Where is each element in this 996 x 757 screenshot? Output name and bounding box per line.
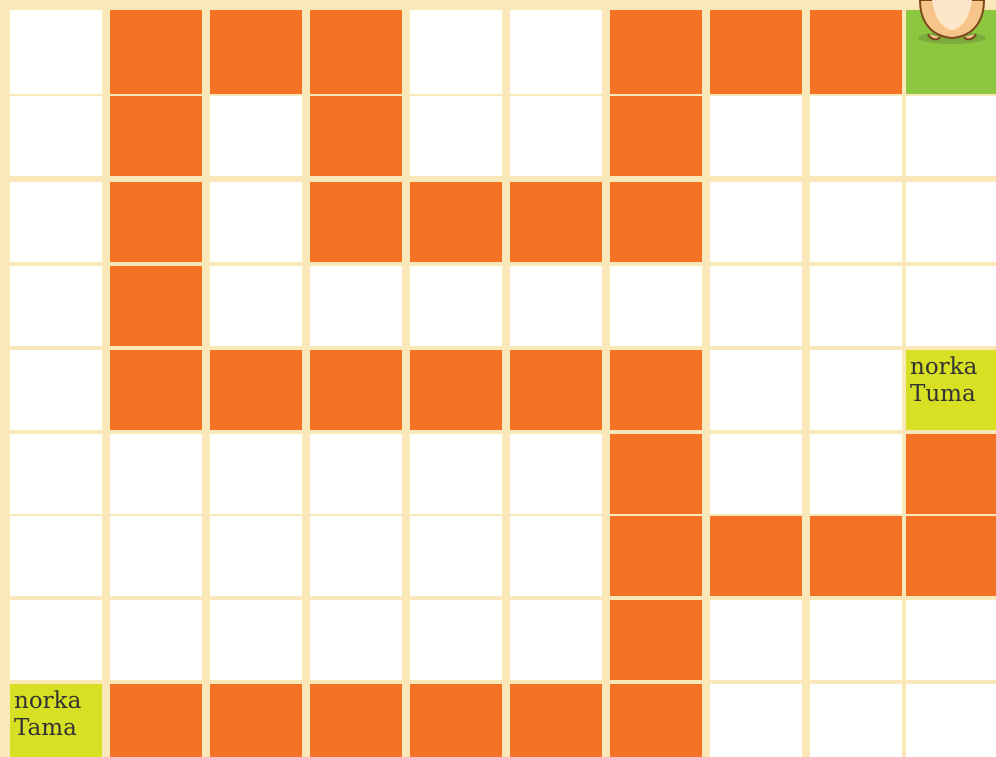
path-cell: [310, 684, 402, 757]
grid-cell: [10, 516, 102, 596]
path-cell: [310, 10, 402, 94]
path-cell: [810, 10, 902, 94]
grid-cell: [510, 96, 602, 176]
grid-cell: [810, 434, 902, 514]
grid-cell: [710, 96, 802, 176]
grid-cell: [510, 434, 602, 514]
grid-cell: [510, 600, 602, 680]
path-cell: [610, 350, 702, 430]
path-cell: [410, 684, 502, 757]
grid-cell: [210, 266, 302, 346]
grid-cell: [810, 266, 902, 346]
path-cell: [410, 350, 502, 430]
grid-cell: [310, 434, 402, 514]
path-cell: [610, 182, 702, 262]
grid-cell: [10, 10, 102, 94]
path-cell: [906, 516, 996, 596]
grid-cell: [410, 434, 502, 514]
path-cell: [110, 10, 202, 94]
grid-cell: [710, 684, 802, 757]
path-cell: [810, 516, 902, 596]
path-cell: [610, 96, 702, 176]
grid-cell: [906, 600, 996, 680]
grid-cell: [810, 350, 902, 430]
path-cell: [710, 10, 802, 94]
path-cell: [110, 350, 202, 430]
grid-cell: [310, 266, 402, 346]
grid-cell: [710, 350, 802, 430]
path-cell: [110, 684, 202, 757]
path-cell: [410, 182, 502, 262]
path-cell: [310, 350, 402, 430]
path-cell: [210, 350, 302, 430]
grid-cell: [210, 96, 302, 176]
path-cell: [110, 182, 202, 262]
grid-cell: [710, 434, 802, 514]
path-cell: [610, 434, 702, 514]
path-cell: [710, 516, 802, 596]
grid-cell: [410, 600, 502, 680]
grid-cell: [310, 600, 402, 680]
grid-cell: [710, 266, 802, 346]
path-cell: [210, 10, 302, 94]
path-cell: [610, 684, 702, 757]
path-cell: [610, 516, 702, 596]
grid-cell: [510, 10, 602, 94]
grid-cell: [510, 516, 602, 596]
hamster-icon: [906, 0, 996, 46]
grid-cell: [810, 684, 902, 757]
grid-cell: [10, 600, 102, 680]
grid-cell: [110, 516, 202, 596]
path-cell: [110, 96, 202, 176]
grid-cell: [310, 516, 402, 596]
path-cell: [906, 434, 996, 514]
grid-cell: [710, 600, 802, 680]
burrow-label-line1: norka: [910, 354, 996, 381]
grid-cell: [110, 600, 202, 680]
grid-cell: [210, 516, 302, 596]
path-cell: [110, 266, 202, 346]
grid-cell: [710, 182, 802, 262]
path-cell: [610, 10, 702, 94]
grid-cell: [10, 266, 102, 346]
grid-cell: [110, 434, 202, 514]
path-cell: [210, 684, 302, 757]
grid-cell: [210, 434, 302, 514]
grid-cell: [10, 350, 102, 430]
grid-cell: [906, 684, 996, 757]
grid-cell: [810, 96, 902, 176]
burrow-label-line1: norka: [14, 688, 102, 715]
path-cell: [310, 182, 402, 262]
grid-cell: [210, 600, 302, 680]
grid-cell: [410, 10, 502, 94]
path-cell: [610, 600, 702, 680]
burrow-label-line2: Tama: [14, 715, 102, 742]
grid-cell: [410, 96, 502, 176]
grid-cell: [10, 96, 102, 176]
grid-cell: [510, 266, 602, 346]
grid-cell: [410, 266, 502, 346]
grid-cell: [810, 182, 902, 262]
path-cell: [510, 684, 602, 757]
grid-cell: [10, 182, 102, 262]
grid-cell: [810, 600, 902, 680]
burrow-label-line2: Tuma: [910, 381, 996, 408]
path-cell: [510, 350, 602, 430]
grid-cell: [906, 266, 996, 346]
grid-cell: [906, 96, 996, 176]
grid-cell: [410, 516, 502, 596]
grid-cell: [610, 266, 702, 346]
path-cell: [310, 96, 402, 176]
grid-cell: [10, 434, 102, 514]
grid-cell: [210, 182, 302, 262]
path-cell: [510, 182, 602, 262]
grid-cell: [906, 182, 996, 262]
